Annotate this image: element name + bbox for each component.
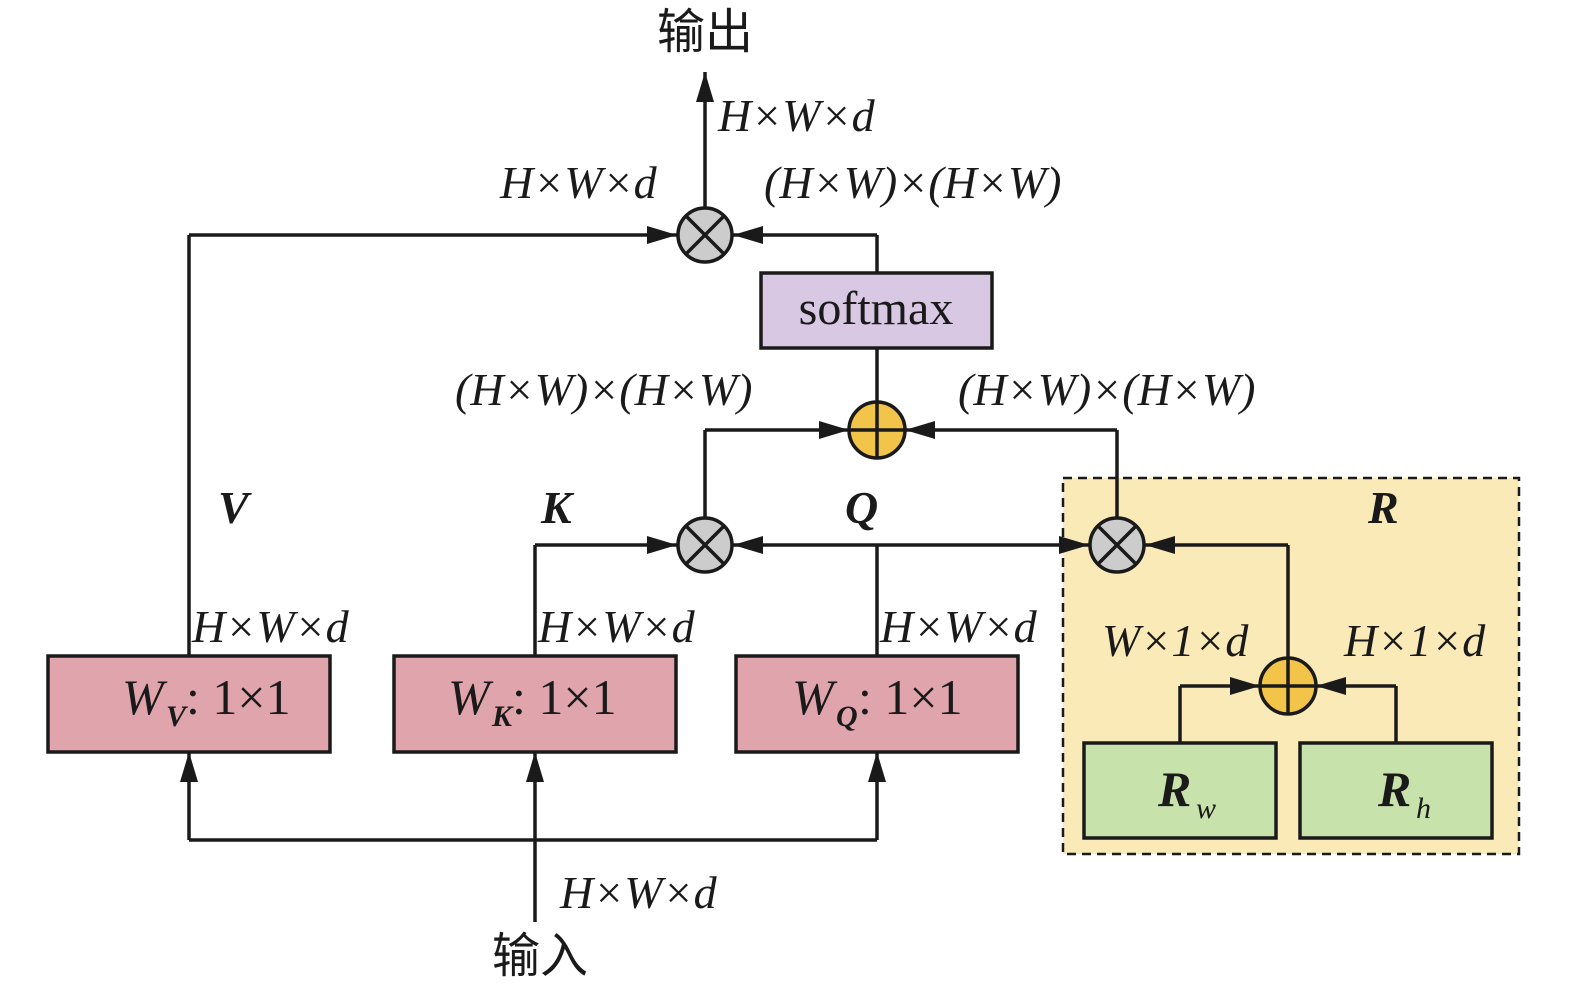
dim-rw: W×1×d (1102, 615, 1249, 666)
conv-box-wv: W V : 1×1 (46, 654, 332, 754)
dim-softmax-out: (H×W)×(H×W) (764, 157, 1061, 208)
multiply-node-qk (676, 516, 734, 574)
wk-letter: W (448, 669, 494, 725)
dim-input: H×W×d (559, 867, 718, 918)
softmax-box: softmax (759, 271, 994, 350)
wq-subscript: Q (836, 700, 858, 733)
wv-letter: W (122, 669, 168, 725)
softmax-label: softmax (799, 282, 954, 335)
rh-box: R h (1298, 741, 1494, 840)
connections (180, 72, 1398, 922)
dim-q: H×W×d (879, 601, 1038, 652)
conv-box-wq: W Q : 1×1 (734, 654, 1020, 754)
label-k: K (540, 482, 575, 533)
label-r: R (1367, 482, 1399, 533)
label-q: Q (845, 482, 878, 533)
rw-letter: R (1157, 761, 1191, 817)
dim-v-into-mult: H×W×d (499, 157, 658, 208)
rh-subscript: h (1416, 792, 1431, 825)
label-v: V (218, 482, 252, 533)
dim-v: H×W×d (191, 601, 350, 652)
add-node-r (1258, 656, 1318, 716)
wk-subscript: K (491, 700, 514, 733)
rw-box: R w (1082, 741, 1278, 840)
rw-subscript: w (1196, 792, 1216, 825)
wv-suffix: : 1×1 (186, 669, 291, 725)
wk-suffix: : 1×1 (512, 669, 617, 725)
add-node-attention (847, 400, 907, 460)
wq-letter: W (792, 669, 838, 725)
multiply-node-qr (1088, 516, 1146, 574)
dim-qk-out: (H×W)×(H×W) (455, 364, 752, 415)
dim-k: H×W×d (537, 601, 696, 652)
dim-rh: H×1×d (1343, 615, 1486, 666)
dim-output: H×W×d (717, 90, 876, 141)
dim-qr-out: (H×W)×(H×W) (958, 364, 1255, 415)
wv-subscript: V (166, 700, 189, 733)
input-label: 输入 (492, 928, 588, 984)
conv-box-wk: W K : 1×1 (392, 654, 678, 754)
wq-suffix: : 1×1 (858, 669, 963, 725)
output-label: 输出 (657, 4, 753, 60)
rh-letter: R (1377, 761, 1411, 817)
multiply-node-output (676, 206, 734, 264)
